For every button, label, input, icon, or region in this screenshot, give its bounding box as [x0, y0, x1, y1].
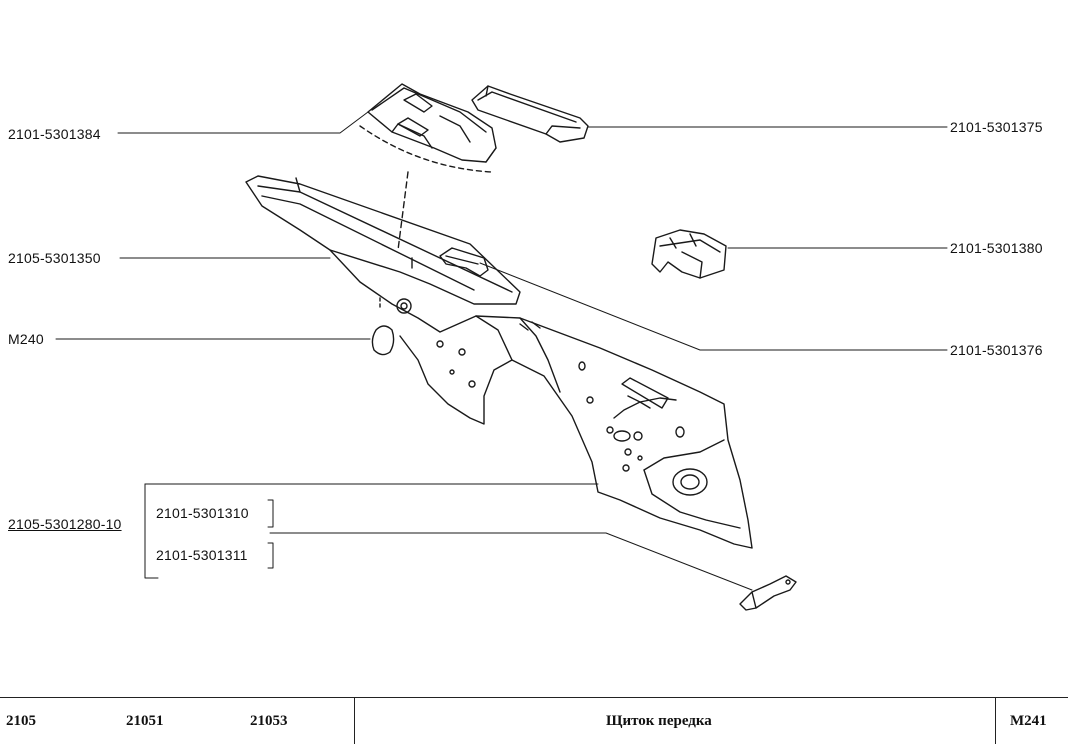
front-panel-drawing — [329, 249, 753, 549]
part-m240-drawing — [371, 298, 412, 356]
callout-2105-5301350: 2105-5301350 — [8, 250, 101, 266]
footer-divider-left — [354, 698, 355, 744]
footer-model-21053: 21053 — [250, 713, 288, 729]
part-5301376-drawing — [439, 247, 489, 277]
part-5301350-drawing — [245, 171, 521, 305]
footer-divider-right — [995, 698, 996, 744]
assembly-bracket — [144, 483, 274, 579]
part-5301384-drawing — [359, 83, 497, 173]
callout-2101-5301310: 2101-5301310 — [156, 505, 249, 521]
part-5301375-drawing — [471, 85, 589, 143]
callout-2101-5301384: 2101-5301384 — [8, 126, 101, 142]
part-5301310-drawing — [739, 575, 797, 611]
footer-model-2105: 2105 — [6, 713, 36, 729]
leader-lines — [55, 111, 948, 591]
callout-2101-5301376: 2101-5301376 — [950, 342, 1043, 358]
callout-assembly-2105-5301280-10: 2105-5301280-10 — [8, 516, 122, 532]
title-block — [0, 697, 1068, 744]
callout-2101-5301311: 2101-5301311 — [156, 547, 248, 563]
callout-2101-5301375: 2101-5301375 — [950, 119, 1043, 135]
footer-page-code: М241 — [1010, 713, 1047, 729]
footer-title: Щиток передка — [606, 713, 712, 729]
callout-2101-5301380: 2101-5301380 — [950, 240, 1043, 256]
callout-m240: М240 — [8, 331, 44, 347]
part-5301380-drawing — [651, 229, 727, 279]
footer-model-21051: 21051 — [126, 713, 164, 729]
